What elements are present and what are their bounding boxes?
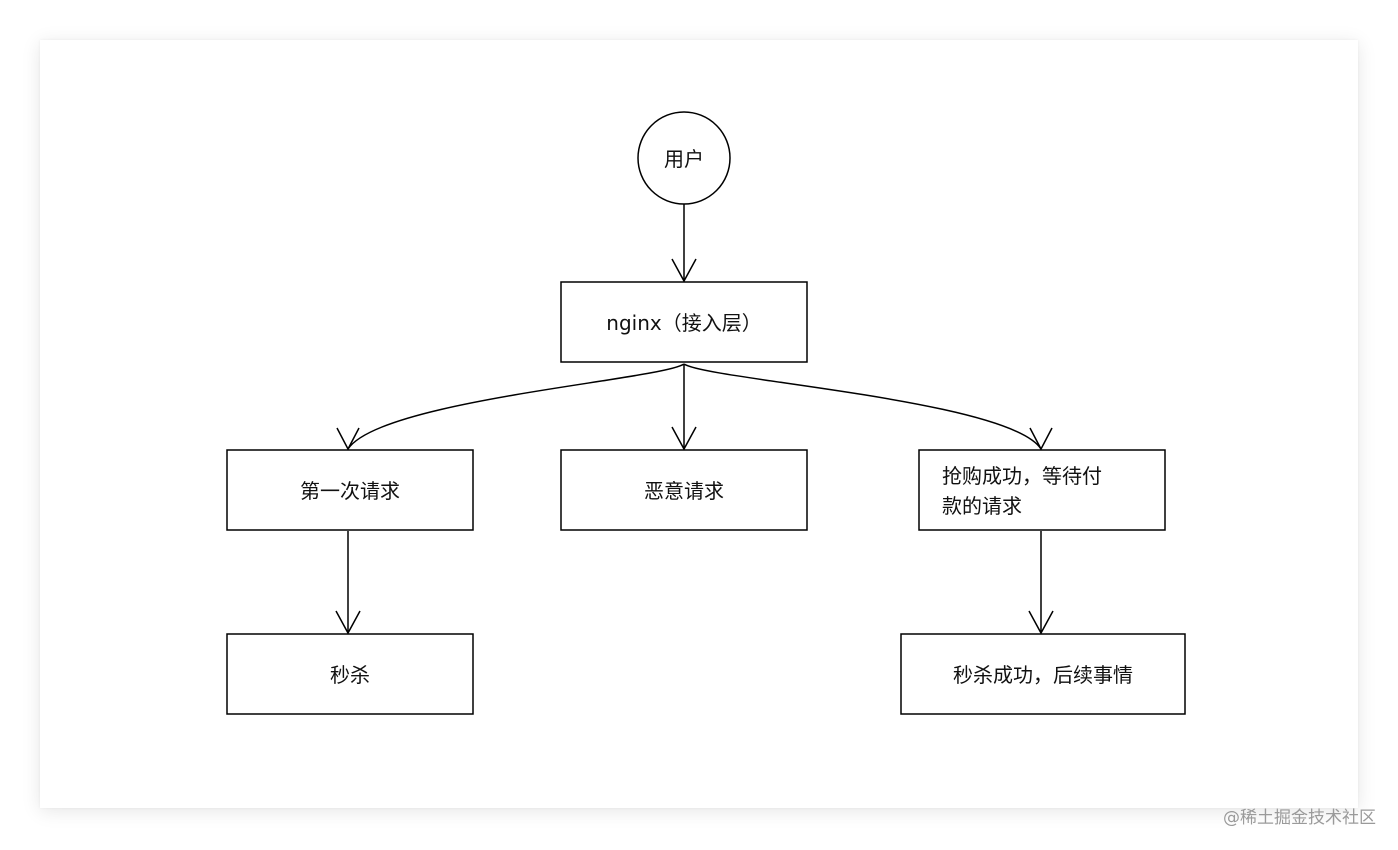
edge-nginx-first-request — [347, 363, 685, 450]
watermark: @稀土掘金技术社区 — [1223, 808, 1376, 828]
paid-wait-label-line1: 抢购成功，等待付 — [942, 464, 1102, 488]
arrowhead-nginx-paid-wait — [1029, 427, 1053, 451]
first-request-node — [226, 449, 474, 531]
nginx-node — [560, 281, 808, 363]
seckill-success-label: 秒杀成功，后续事情 — [953, 663, 1133, 687]
malicious-request-label: 恶意请求 — [644, 479, 724, 503]
arrowhead-first-request-seckill — [335, 610, 361, 635]
seckill-label: 秒杀 — [330, 663, 370, 687]
seckill-success-node — [900, 633, 1186, 715]
seckill-node — [226, 633, 474, 715]
user-node-label: 用户 — [664, 147, 704, 171]
arrowhead-paid-wait-success — [1028, 610, 1054, 635]
paid-wait-node — [918, 449, 1166, 531]
arrowhead-nginx-malicious — [671, 426, 697, 451]
malicious-request-node — [560, 449, 808, 531]
nginx-node-label: nginx（接入层） — [606, 311, 761, 335]
arrowhead-user-nginx — [671, 258, 697, 283]
first-request-label: 第一次请求 — [300, 479, 400, 503]
edge-nginx-paid-wait — [683, 363, 1042, 450]
paid-wait-label-line2: 款的请求 — [942, 494, 1022, 518]
arrowhead-nginx-first-request — [336, 427, 360, 451]
